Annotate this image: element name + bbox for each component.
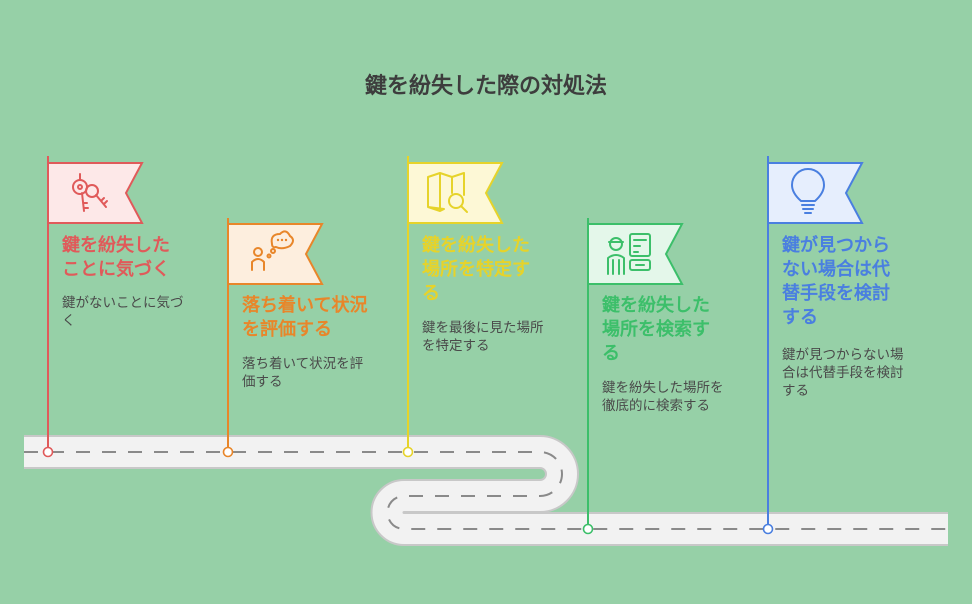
road	[24, 435, 948, 546]
person-thinking-icon	[251, 230, 294, 271]
step-5-title: 鍵が見つからない場合は代替手段を検討する	[782, 234, 890, 330]
step-title-line: 替手段を検討	[782, 283, 890, 304]
step-description-line: 価する	[242, 374, 283, 390]
step-3-title: 鍵を紛失した場所を特定する	[422, 234, 530, 306]
step-description-line: 鍵がないことに気づ	[62, 295, 184, 311]
step-4-title: 鍵を紛失した場所を検索する	[602, 294, 710, 366]
step-title-line: 場所を特定す	[422, 259, 530, 280]
flag-banner	[767, 162, 864, 224]
step-title-line: 落ち着いて状況	[242, 295, 368, 316]
step-description-line: 合は代替手段を検討	[782, 365, 904, 381]
flag-banner	[47, 162, 144, 224]
flag-banner	[407, 162, 504, 224]
step-4-description: 鍵を紛失した場所を徹底的に検索する	[602, 379, 724, 415]
step-2-marker	[222, 218, 324, 458]
milestone-dot	[762, 523, 774, 535]
step-description-line: 鍵を紛失した場所を	[602, 380, 724, 396]
step-title-line: 鍵が見つから	[782, 235, 890, 256]
step-description-line: する	[782, 383, 809, 399]
worker-search-icon	[607, 233, 651, 275]
step-3-description: 鍵を最後に見た場所を特定する	[422, 319, 544, 355]
step-5-description: 鍵が見つからない場合は代替手段を検討する	[782, 346, 904, 400]
step-description-line: 鍵を最後に見た場所	[422, 320, 544, 336]
step-description-line: 落ち着いて状況を評	[242, 356, 364, 372]
step-title-line: 鍵を紛失した	[602, 295, 710, 316]
flag-banner	[227, 223, 324, 285]
step-title-line: を評価する	[242, 319, 332, 340]
milestone-dot	[402, 446, 414, 458]
step-description-line: 鍵が見つからない場	[782, 347, 904, 363]
keys-icon	[72, 173, 108, 212]
step-description-line: 徹底的に検索する	[602, 398, 710, 414]
step-2-description: 落ち着いて状況を評価する	[242, 355, 363, 391]
step-title-line: る	[602, 343, 620, 364]
step-4-marker	[582, 218, 684, 535]
step-3-marker	[402, 156, 504, 458]
step-description-line: く	[62, 313, 76, 329]
step-title-line: る	[422, 283, 440, 304]
page-title: 鍵を紛失した際の対処法	[364, 74, 607, 99]
step-title-line: する	[782, 307, 818, 328]
step-1-description: 鍵がないことに気づく	[62, 294, 184, 330]
step-5-marker	[762, 156, 864, 535]
step-1-title: 鍵を紛失したことに気づく	[62, 234, 170, 282]
milestone-dot	[222, 446, 234, 458]
step-title-line: 鍵を紛失した	[422, 235, 530, 256]
lightbulb-icon	[791, 168, 825, 214]
milestone-dot	[582, 523, 594, 535]
step-title-line: 鍵を紛失した	[62, 235, 170, 256]
milestone-dot	[42, 446, 54, 458]
step-title-line: ない場合は代	[782, 259, 890, 280]
step-title-line: 場所を検索す	[602, 319, 710, 340]
step-1-marker	[42, 156, 144, 458]
step-title-line: ことに気づく	[62, 259, 170, 280]
step-2-title: 落ち着いて状況を評価する	[242, 294, 367, 342]
map-search-icon	[427, 172, 468, 213]
step-description-line: を特定する	[422, 338, 490, 354]
